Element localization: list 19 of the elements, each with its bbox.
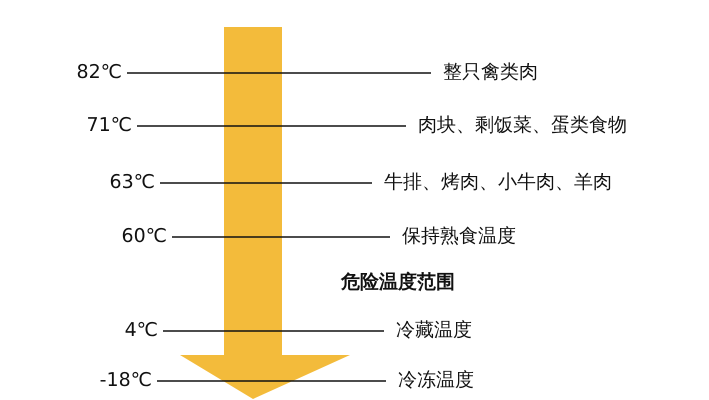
connector-line: [163, 330, 384, 332]
temperature-label: 82℃: [76, 60, 122, 84]
temperature-label: 71℃: [86, 113, 132, 137]
food-label: 冷藏温度: [396, 318, 472, 342]
food-label: 保持熟食温度: [402, 224, 516, 248]
connector-line: [137, 125, 406, 127]
temperature-label: -18℃: [100, 368, 152, 392]
temperature-label: 60℃: [121, 224, 167, 248]
temperature-label: 63℃: [109, 170, 155, 194]
range-label: 危险温度范围: [341, 270, 455, 294]
food-label: 冷冻温度: [398, 368, 474, 392]
food-label: 整只禽类肉: [443, 60, 538, 84]
food-label: 肉块、剩饭菜、蛋类食物: [418, 113, 627, 137]
temperature-label: 4℃: [124, 318, 158, 342]
connector-line: [160, 182, 372, 184]
connector-line: [172, 236, 390, 238]
food-label: 牛排、烤肉、小牛肉、羊肉: [384, 170, 612, 194]
connector-line: [157, 380, 386, 382]
connector-line: [127, 72, 431, 74]
